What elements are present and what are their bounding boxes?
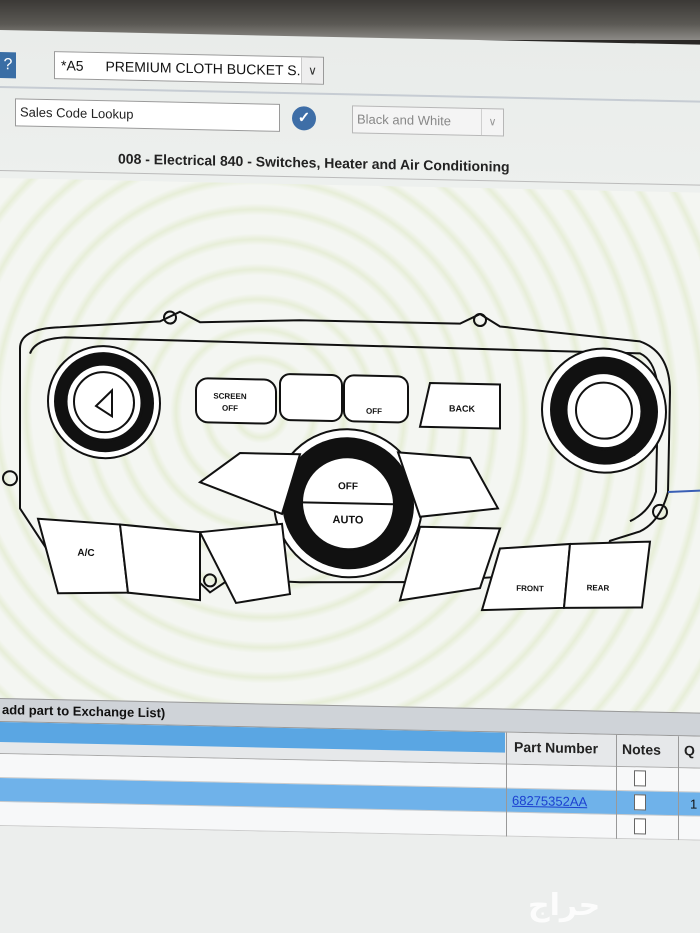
color-mode-value: Black and White bbox=[357, 111, 451, 129]
column-separator bbox=[506, 732, 507, 837]
svg-text:OFF: OFF bbox=[222, 404, 238, 413]
watermark-logo: حراج bbox=[528, 888, 601, 923]
svg-text:AUTO: AUTO bbox=[333, 514, 364, 527]
document-icon[interactable] bbox=[634, 818, 646, 835]
part-number-cell[interactable]: 68275352AA bbox=[512, 792, 588, 810]
help-button[interactable]: ? bbox=[0, 52, 16, 79]
sales-code-lookup-field[interactable]: Sales Code Lookup bbox=[15, 98, 280, 132]
screen-off-button bbox=[195, 377, 277, 425]
svg-text:SCREEN: SCREEN bbox=[213, 391, 247, 401]
svg-text:BACK: BACK bbox=[449, 403, 475, 414]
column-header-quantity[interactable]: Q bbox=[684, 742, 695, 759]
column-header-notes[interactable]: Notes bbox=[622, 741, 661, 758]
color-mode-select[interactable]: Black and White ∨ bbox=[352, 105, 504, 137]
left-temperature-knob bbox=[47, 345, 161, 460]
center-fan-knob: OFF AUTO bbox=[273, 428, 423, 579]
document-icon[interactable] bbox=[634, 794, 646, 811]
quantity-cell: 1 bbox=[690, 796, 698, 812]
page-title: 008 - Electrical 840 - Switches, Heater … bbox=[118, 150, 510, 175]
svg-text:REAR: REAR bbox=[587, 583, 610, 592]
column-separator bbox=[678, 736, 679, 841]
option-dropdown[interactable]: *A5 PREMIUM CLOTH BUCKET S... ∨ bbox=[54, 51, 324, 85]
parts-diagram: OFF AUTO SCREEN OFF OFF BACK bbox=[0, 178, 700, 713]
check-icon[interactable]: ✓ bbox=[292, 106, 316, 131]
column-header-part-number[interactable]: Part Number bbox=[514, 738, 599, 757]
svg-text:FRONT: FRONT bbox=[516, 584, 544, 594]
chevron-down-icon[interactable]: ∨ bbox=[481, 109, 503, 136]
hvac-control-panel-drawing: OFF AUTO SCREEN OFF OFF BACK bbox=[2, 310, 700, 612]
column-separator bbox=[616, 734, 617, 839]
option-name: PREMIUM CLOTH BUCKET S... bbox=[105, 58, 309, 79]
chevron-down-icon[interactable]: ∨ bbox=[301, 57, 323, 84]
back-button bbox=[418, 381, 501, 430]
right-temperature-knob bbox=[541, 347, 667, 474]
svg-text:OFF: OFF bbox=[366, 407, 382, 416]
svg-text:OFF: OFF bbox=[338, 481, 358, 492]
application-window: ? *A5 PREMIUM CLOTH BUCKET S... ∨ Sales … bbox=[0, 30, 700, 933]
document-icon[interactable] bbox=[634, 770, 646, 787]
option-code: *A5 bbox=[61, 57, 84, 74]
svg-text:A/C: A/C bbox=[77, 548, 94, 559]
